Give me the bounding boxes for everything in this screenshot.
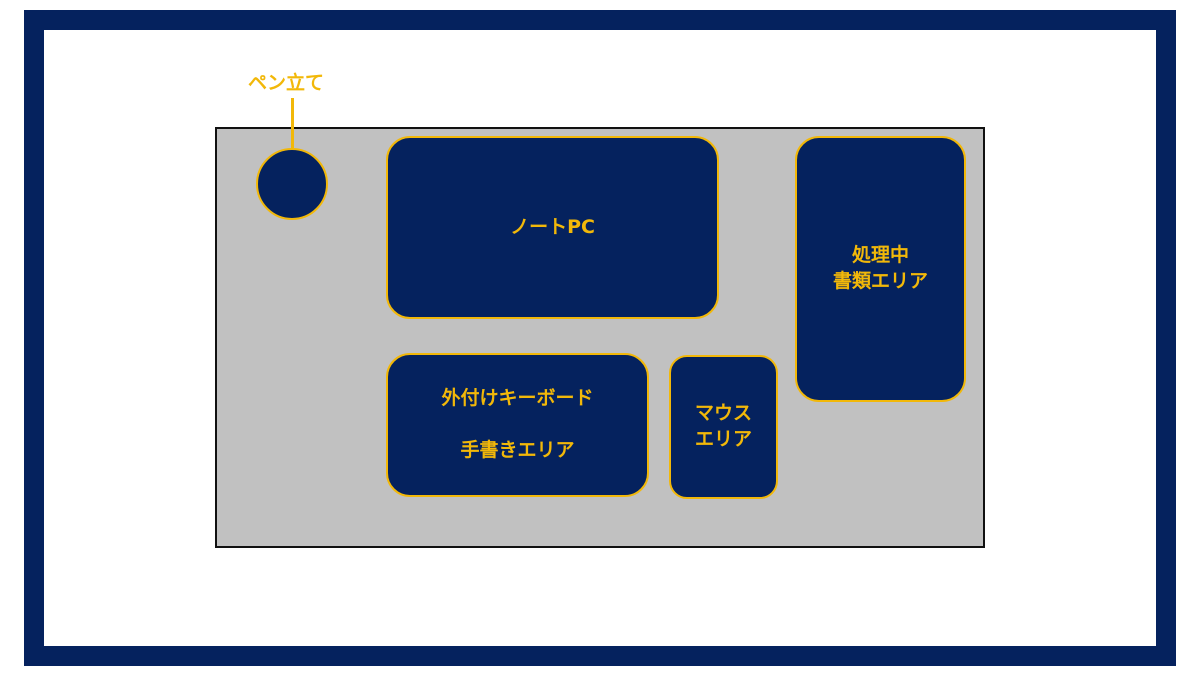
documents-area-zone: 処理中 書類エリア xyxy=(795,136,966,402)
pen-holder-circle xyxy=(256,148,328,220)
pen-holder-callout-line xyxy=(291,98,294,148)
keyboard-area-line1: 外付けキーボード xyxy=(441,387,594,410)
pen-holder-label: ペン立て xyxy=(248,72,325,94)
notebook-pc-zone: ノートPC xyxy=(386,136,719,319)
mouse-area-line1: マウス xyxy=(694,402,752,425)
mouse-area-zone: マウス エリア xyxy=(669,355,778,499)
mouse-area-line2: エリア xyxy=(694,428,752,450)
documents-area-line2: 書類エリア xyxy=(832,270,928,292)
keyboard-area-line2: 手書きエリア xyxy=(460,439,575,461)
notebook-pc-label: ノートPC xyxy=(510,215,595,238)
keyboard-area-zone: 外付けキーボード 手書きエリア xyxy=(386,353,649,497)
documents-area-line1: 処理中 xyxy=(851,244,909,267)
